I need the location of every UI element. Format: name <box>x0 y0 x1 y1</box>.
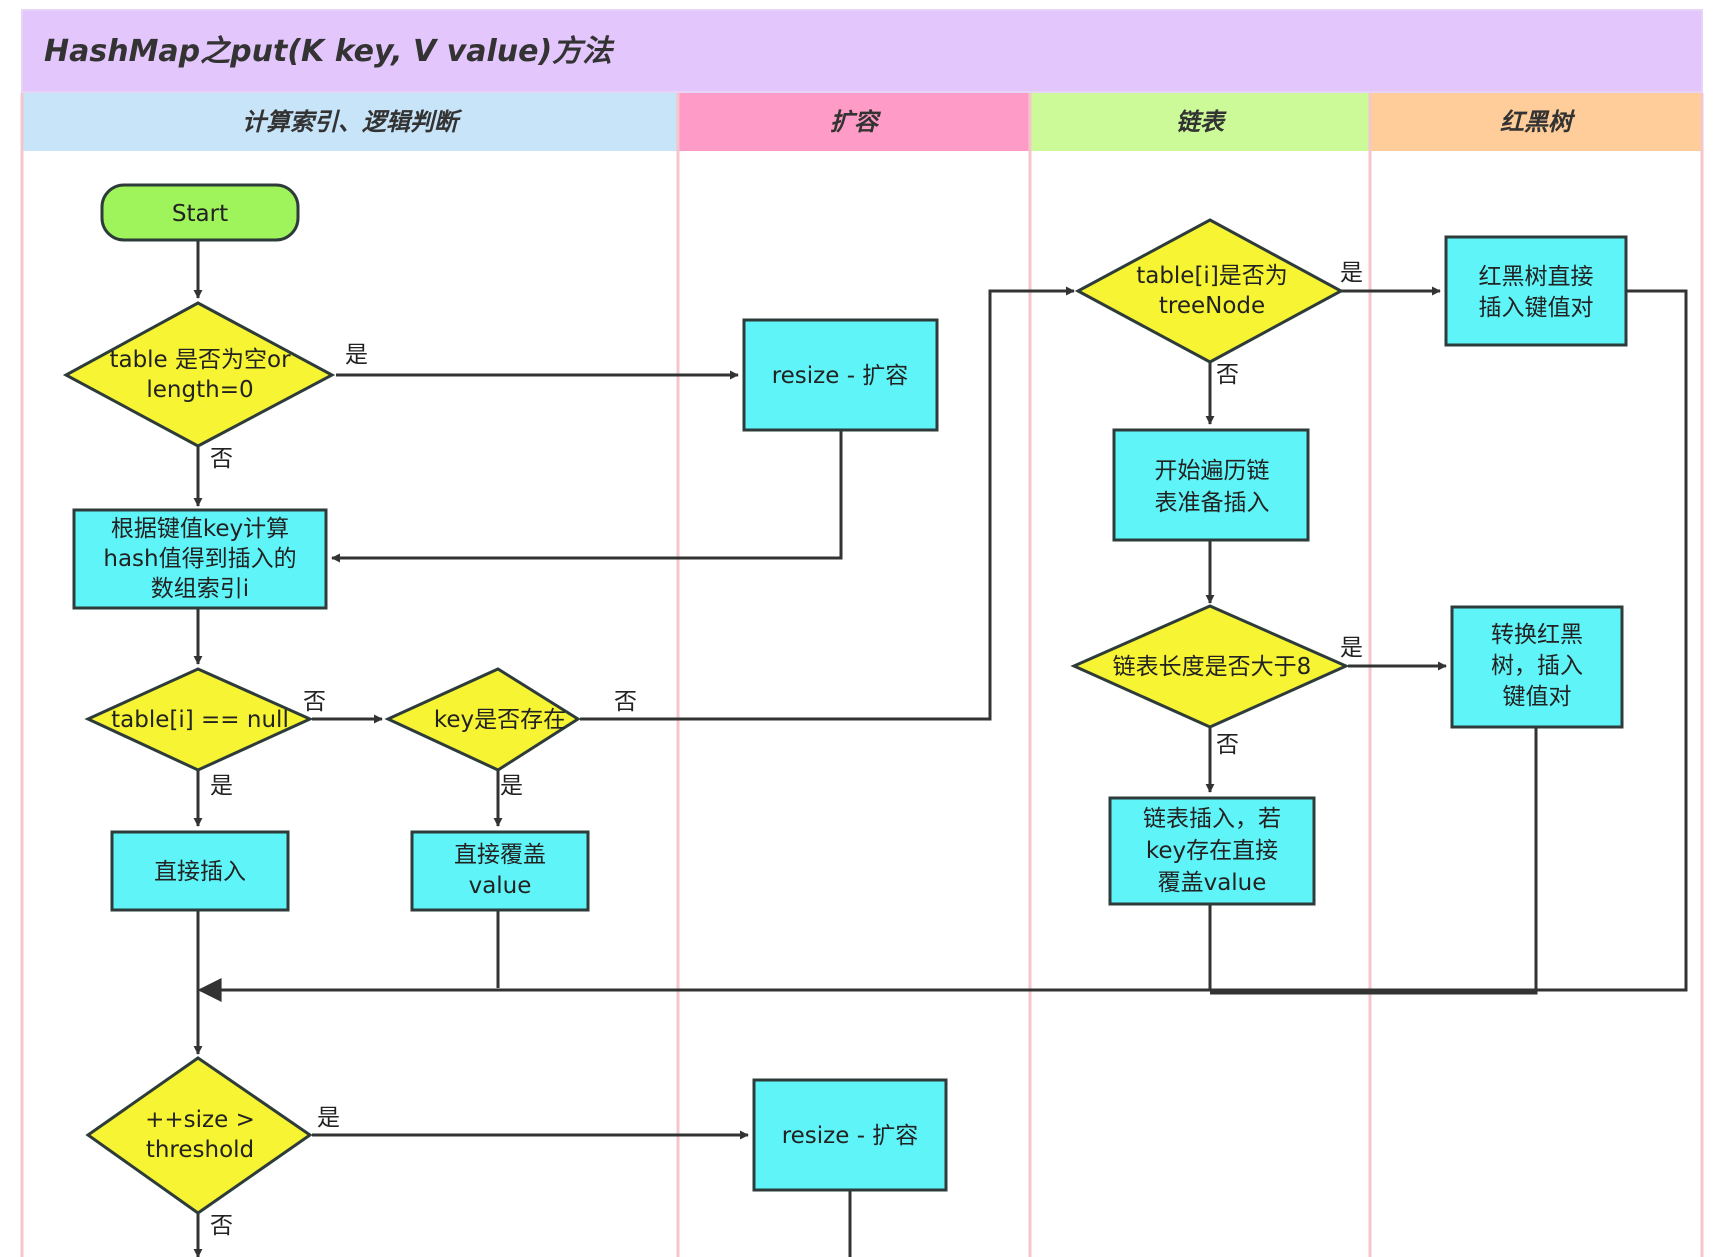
node-tree-insert-line1: 红黑树直接 <box>1479 264 1594 290</box>
label-table-empty-yes: 是 <box>345 342 368 368</box>
node-key-exists-label: key是否存在 <box>434 707 566 733</box>
node-start-traverse-line1: 开始遍历链 <box>1155 458 1270 484</box>
label-key-exists-yes: 是 <box>500 773 523 799</box>
node-table-empty-line2: length=0 <box>146 377 253 403</box>
edge-resize1-to-calc-index <box>331 431 843 563</box>
label-size-yes: 是 <box>317 1105 340 1131</box>
node-tree-node-line1: table[i]是否为 <box>1136 263 1288 289</box>
node-table-i-null-decision: table[i] == null <box>84 667 314 772</box>
diagram-title: HashMap之put(K key, V value)方法 <box>44 34 615 69</box>
node-resize-1-label: resize - 扩容 <box>772 363 909 389</box>
node-calc-index-line3: 数组索引i <box>151 576 249 602</box>
node-start: Start <box>100 183 300 242</box>
node-list-insert-line3: 覆盖value <box>1158 870 1267 896</box>
label-table-i-yes: 是 <box>210 773 233 799</box>
label-tree-node-no: 否 <box>1216 362 1239 388</box>
node-table-i-null-label: table[i] == null <box>111 707 289 733</box>
lane-label-list: 链表 <box>1176 108 1227 136</box>
node-convert-tree-line3: 键值对 <box>1503 684 1572 710</box>
node-start-traverse-line2: 表准备插入 <box>1155 490 1270 516</box>
lane-label-resize: 扩容 <box>830 108 882 136</box>
node-convert-tree-line2: 树，插入 <box>1491 653 1583 679</box>
node-table-empty-line1: table 是否为空or <box>109 347 291 373</box>
node-start-label: Start <box>172 201 228 227</box>
node-table-empty-decision: table 是否为空or length=0 <box>62 301 336 448</box>
lane-label-tree: 红黑树 <box>1500 108 1576 136</box>
title-band <box>21 9 1703 93</box>
node-list-length-label: 链表长度是否大于8 <box>1113 654 1312 680</box>
node-tree-node-line2: treeNode <box>1159 293 1265 319</box>
label-list-length-no: 否 <box>1216 732 1239 758</box>
node-direct-overwrite-line2: value <box>469 873 532 899</box>
node-tree-insert: 红黑树直接 插入键值对 <box>1444 235 1628 347</box>
node-list-insert: 链表插入，若 key存在直接 覆盖value <box>1108 796 1316 906</box>
node-calc-index-line1: 根据键值key计算 <box>111 516 289 542</box>
node-resize-2: resize - 扩容 <box>752 1078 948 1192</box>
lane-header-list <box>1030 93 1370 151</box>
label-tree-node-yes: 是 <box>1340 260 1363 286</box>
node-size-threshold-line2: threshold <box>146 1137 254 1163</box>
lane-header-compute <box>22 93 678 151</box>
node-list-length-decision: 链表长度是否大于8 <box>1070 604 1350 729</box>
node-resize-2-label: resize - 扩容 <box>782 1123 919 1149</box>
node-calc-index-line2: hash值得到插入的 <box>103 546 296 572</box>
node-direct-overwrite: 直接覆盖 value <box>410 830 590 912</box>
edge-tree-insert-merge <box>1210 289 1688 992</box>
node-direct-insert: 直接插入 <box>110 830 290 912</box>
node-list-insert-line2: key存在直接 <box>1146 838 1278 864</box>
node-tree-node-decision: table[i]是否为 treeNode <box>1074 218 1345 364</box>
node-tree-insert-line2: 插入键值对 <box>1479 295 1594 321</box>
node-convert-tree-line1: 转换红黑 <box>1491 622 1583 648</box>
label-table-empty-no: 否 <box>210 446 233 472</box>
node-direct-insert-label: 直接插入 <box>154 859 246 885</box>
lane-label-compute: 计算索引、逻辑判断 <box>242 108 463 136</box>
label-table-i-no: 否 <box>303 689 326 715</box>
node-list-insert-line1: 链表插入，若 <box>1143 806 1281 832</box>
node-calc-index: 根据键值key计算 hash值得到插入的 数组索引i <box>72 508 328 610</box>
node-resize-1: resize - 扩容 <box>742 318 939 432</box>
label-list-length-yes: 是 <box>1340 635 1363 661</box>
node-start-traverse: 开始遍历链 表准备插入 <box>1112 428 1310 542</box>
edge-convert-tree-merge <box>1210 728 1538 995</box>
node-convert-tree: 转换红黑 树，插入 键值对 <box>1450 605 1624 729</box>
node-key-exists-decision: key是否存在 <box>384 667 581 772</box>
edge-key-exists-no <box>580 286 1075 721</box>
node-size-threshold-decision: ++size > threshold <box>85 1056 313 1215</box>
label-size-no: 否 <box>210 1213 233 1239</box>
node-direct-overwrite-line1: 直接覆盖 <box>454 842 546 868</box>
lane-header-tree <box>1370 93 1702 151</box>
node-size-threshold-line1: ++size > <box>145 1107 255 1133</box>
label-key-exists-no: 否 <box>614 689 637 715</box>
lane-header-resize <box>678 93 1030 151</box>
